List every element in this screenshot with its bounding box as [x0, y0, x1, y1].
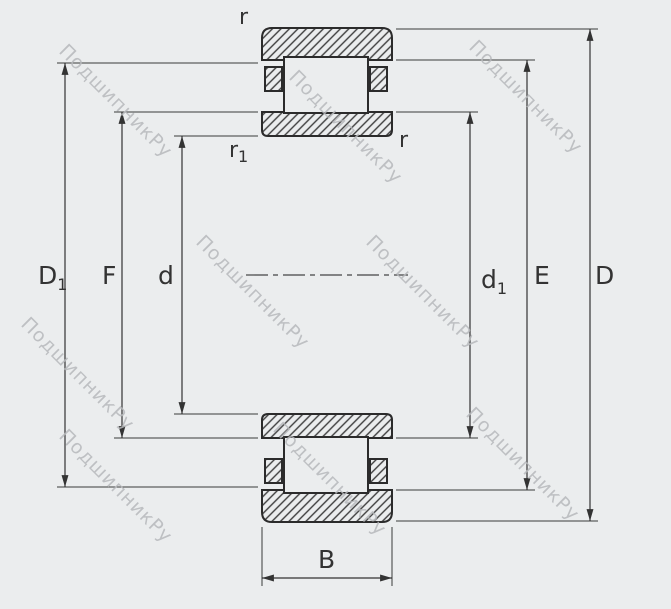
watermark-text: ПодшипникРу [16, 313, 138, 435]
watermark-text: ПодшипникРу [464, 36, 586, 158]
outer-ring-top [261, 27, 393, 61]
inner-ring-bottom [261, 413, 393, 439]
dimension-labels: D1 F d d1 E D B r r1 r [38, 5, 614, 574]
cage-bottom-left [264, 458, 283, 484]
extension-lines [57, 28, 598, 586]
watermark-text: ПодшипникРу [361, 231, 483, 353]
roller-bottom [283, 436, 369, 494]
bearing-bottom-section [261, 413, 393, 523]
label-r1-base: r [229, 138, 239, 163]
label-d: d [158, 261, 174, 290]
label-E: E [534, 261, 550, 290]
label-B: B [318, 545, 335, 574]
label-r-right: r [399, 128, 409, 153]
label-d1: d1 [481, 265, 507, 298]
roller-top [283, 56, 369, 114]
watermark-text: ПодшипникРу [191, 231, 313, 353]
outer-ring-bottom [261, 489, 393, 523]
label-d1-sub: 1 [497, 279, 507, 298]
label-r-top: r [239, 5, 249, 30]
label-F: F [102, 261, 116, 290]
bearing-top-section [261, 27, 393, 137]
cage-top-left [264, 66, 283, 92]
dimension-lines [61, 29, 594, 582]
label-r1: r1 [229, 138, 248, 166]
label-D1-sub: 1 [57, 275, 67, 294]
watermark-text: ПодшипникРу [54, 425, 176, 547]
watermark-text: ПодшипникРу [54, 40, 176, 162]
label-D: D [595, 261, 614, 290]
watermark-text: ПодшипникРу [461, 403, 583, 525]
inner-ring-top [261, 111, 393, 137]
cage-bottom-right [369, 458, 388, 484]
cage-top-right [369, 66, 388, 92]
label-D1: D1 [38, 261, 67, 294]
label-D1-base: D [38, 261, 57, 290]
label-r1-sub: 1 [238, 147, 248, 166]
label-d1-base: d [481, 265, 497, 294]
